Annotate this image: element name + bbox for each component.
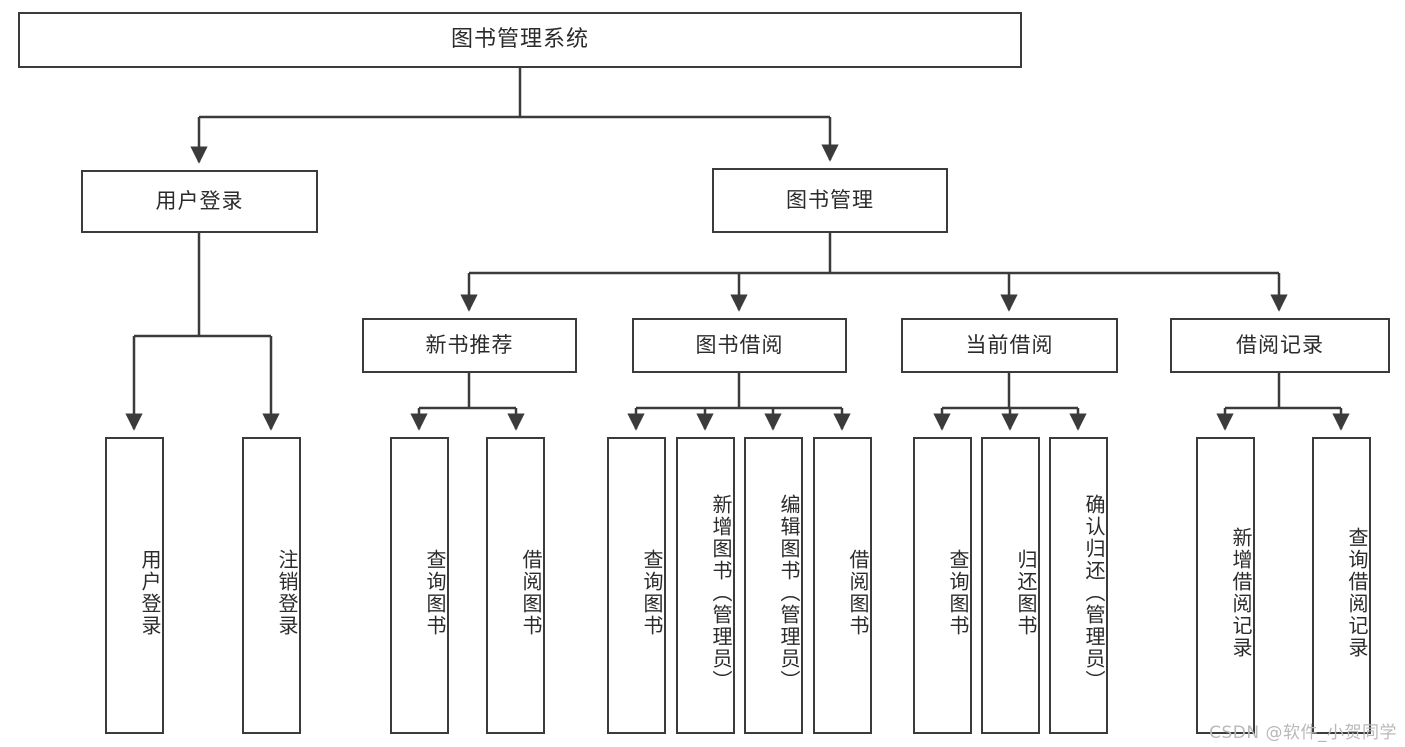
node-book-borrow-label: 图书借阅	[695, 332, 784, 357]
leaf-query-book-current[interactable]: 查询图书	[913, 437, 972, 734]
leaf-label: 查询图书	[423, 548, 447, 637]
watermark: CSDN @软件_小贺同学	[1209, 723, 1397, 743]
leaf-label: 借阅图书	[846, 548, 870, 637]
node-user-login-label: 用户登录	[155, 188, 244, 213]
leaf-label: 用户登录	[138, 548, 162, 637]
leaf-return-book[interactable]: 归还图书	[981, 437, 1040, 734]
leaf-label: 确认归还（管理员）	[1082, 493, 1106, 692]
node-book-management-label: 图书管理	[786, 187, 874, 212]
leaf-query-book-recommend[interactable]: 查询图书	[390, 437, 449, 734]
node-root-label: 图书管理系统	[450, 26, 589, 52]
node-current-borrow[interactable]: 当前借阅	[901, 318, 1118, 373]
leaf-label: 编辑图书（管理员）	[777, 493, 801, 692]
node-borrow-record[interactable]: 借阅记录	[1170, 318, 1390, 373]
leaf-borrow-book[interactable]: 借阅图书	[813, 437, 872, 734]
leaf-edit-book-admin[interactable]: 编辑图书（管理员）	[744, 437, 803, 734]
node-root[interactable]: 图书管理系统	[18, 12, 1022, 68]
node-current-borrow-label: 当前借阅	[965, 332, 1054, 357]
leaf-add-book-admin[interactable]: 新增图书（管理员）	[676, 437, 735, 734]
leaf-label: 查询图书	[640, 548, 664, 637]
leaf-add-borrow-record[interactable]: 新增借阅记录	[1196, 437, 1255, 734]
leaf-user-login[interactable]: 用户登录	[105, 437, 164, 734]
leaf-confirm-return-admin[interactable]: 确认归还（管理员）	[1049, 437, 1108, 734]
leaf-query-borrow-record[interactable]: 查询借阅记录	[1312, 437, 1371, 734]
node-borrow-record-label: 借阅记录	[1236, 332, 1324, 357]
leaf-label: 注销登录	[275, 548, 299, 637]
node-user-login[interactable]: 用户登录	[81, 170, 318, 233]
node-new-book-recommend[interactable]: 新书推荐	[362, 318, 577, 373]
leaf-query-book-borrow[interactable]: 查询图书	[607, 437, 666, 734]
node-book-management[interactable]: 图书管理	[712, 168, 948, 233]
leaf-label: 归还图书	[1014, 548, 1038, 637]
leaf-label: 查询图书	[946, 548, 970, 637]
node-new-book-recommend-label: 新书推荐	[425, 332, 514, 357]
leaf-logout[interactable]: 注销登录	[242, 437, 301, 734]
leaf-label: 查询借阅记录	[1345, 526, 1369, 659]
leaf-label: 新增借阅记录	[1229, 526, 1253, 659]
leaf-label: 借阅图书	[519, 548, 543, 637]
leaf-label: 新增图书（管理员）	[709, 493, 733, 692]
leaf-borrow-book-recommend[interactable]: 借阅图书	[486, 437, 545, 734]
node-book-borrow[interactable]: 图书借阅	[632, 318, 847, 373]
